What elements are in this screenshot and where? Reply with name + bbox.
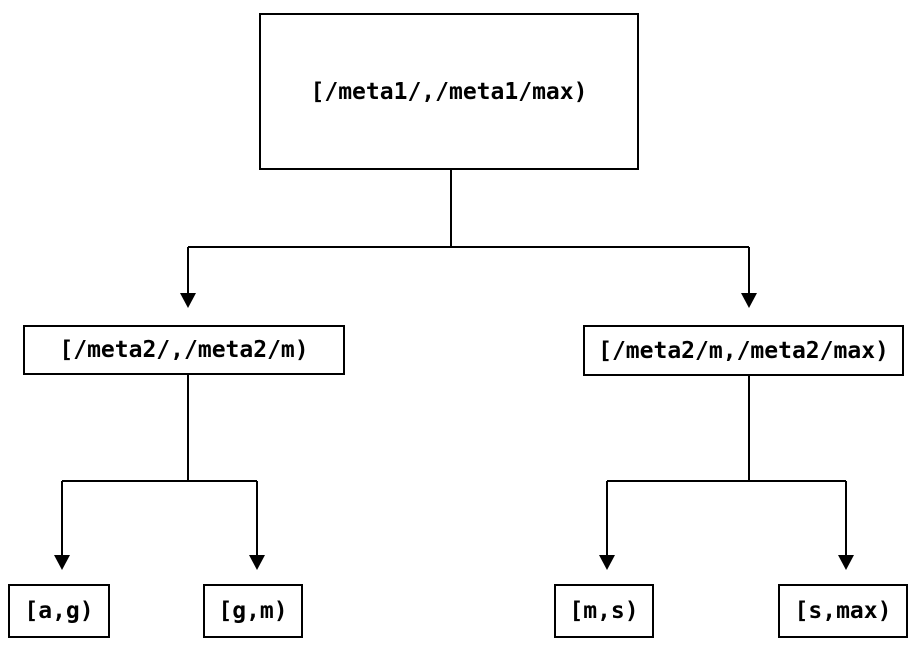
node-leaf-ms: [m,s) [554,584,654,638]
node-leaf-gm: [g,m) [203,584,303,638]
arrowhead-icon [180,293,196,308]
arrowhead-icon [838,555,854,570]
node-left-range: [/meta2/,/meta2/m) [23,325,345,375]
arrowhead-icon [599,555,615,570]
node-leaf-ag: [a,g) [8,584,110,638]
arrowhead-icon [249,555,265,570]
node-right-range: [/meta2/m,/meta2/max) [583,325,904,376]
arrowhead-icon [54,555,70,570]
node-root-range: [/meta1/,/meta1/max) [259,13,639,170]
arrowhead-icon [741,293,757,308]
node-leaf-smax: [s,max) [778,584,908,638]
